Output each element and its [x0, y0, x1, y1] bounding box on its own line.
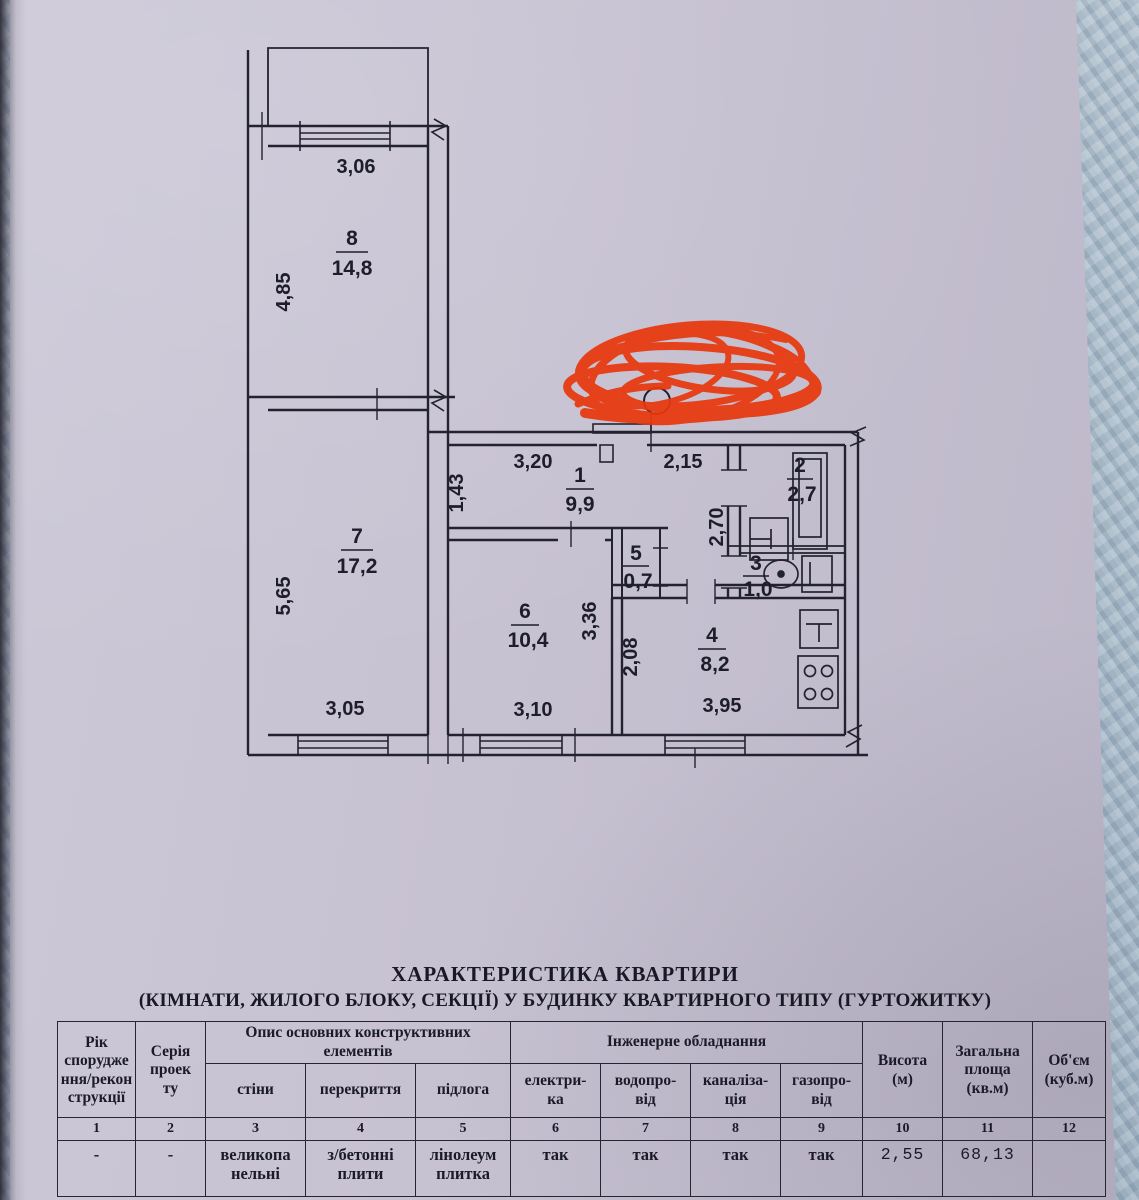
col-num-6: 6 — [510, 1117, 602, 1141]
value-electric: так — [510, 1140, 602, 1197]
plan-ticks — [261, 112, 794, 768]
value-gas: так — [780, 1140, 864, 1197]
room-1-number: 1 — [574, 464, 586, 487]
room-5-area: 0,7 — [623, 570, 652, 593]
dimension-labels: 3,06 4,85 5,65 3,05 1,43 3,20 2,15 2,70 … — [273, 156, 741, 721]
col-num-7: 7 — [600, 1117, 692, 1141]
room-6-number: 6 — [519, 600, 531, 623]
col-num-2: 2 — [135, 1117, 206, 1141]
column-number-row: 1 2 3 4 5 6 7 8 9 10 11 12 — [57, 1117, 1107, 1141]
col-num-12: 12 — [1032, 1117, 1107, 1141]
header-construction-group: Опис основних конструктивних елементів — [204, 1021, 512, 1064]
value-total-area: 68,13 — [942, 1140, 1034, 1197]
stove-icon — [797, 655, 839, 709]
room-2-label: 2 2,7 — [787, 454, 817, 506]
room-4-label: 4 8,2 — [698, 624, 730, 676]
title-line-1: ХАРАКТЕРИСТИКА КВАРТИРИ — [391, 962, 739, 986]
data-row: - - великопа нельні з/бетонні плити ліно… — [57, 1140, 1107, 1197]
col-num-9: 9 — [780, 1117, 864, 1141]
room-7-number: 7 — [351, 525, 363, 548]
bathtub-icon — [792, 452, 828, 550]
dim-5-65: 5,65 — [273, 577, 295, 616]
header-series-col: Серія проек ту — [135, 1021, 206, 1118]
room-3-number: 3 — [750, 552, 762, 575]
room-2-area: 2,7 — [787, 483, 816, 506]
room-labels: 8 14,8 7 17,2 1 9,9 2 2,7 3 — [332, 227, 817, 676]
room-4-number: 4 — [706, 624, 718, 647]
dim-4-85: 4,85 — [273, 273, 295, 312]
room-7-area: 17,2 — [337, 555, 378, 578]
value-series: - — [135, 1140, 206, 1197]
dim-1-43: 1,43 — [446, 474, 468, 513]
room-3-area: 1,0 — [743, 578, 772, 601]
dim-2-70: 2,70 — [706, 508, 728, 547]
header-height-col: Висота (м) — [862, 1021, 944, 1118]
bath-sink-icon — [749, 517, 789, 561]
col-num-3: 3 — [205, 1117, 306, 1141]
dim-2-15: 2,15 — [664, 451, 703, 473]
document-title: ХАРАКТЕРИСТИКА КВАРТИРИ (КІМНАТИ, ЖИЛОГО… — [40, 962, 1090, 1012]
plan-walls — [246, 47, 868, 757]
title-line-2: (КІМНАТИ, ЖИЛОГО БЛОКУ, СЕКЦІЇ) У БУДИНК… — [138, 990, 992, 1011]
col-num-11: 11 — [942, 1117, 1034, 1141]
dim-3-95: 3,95 — [703, 695, 742, 717]
room-2-number: 2 — [794, 454, 806, 477]
room-1-area: 9,9 — [565, 493, 594, 516]
header-gas: газопро- від — [780, 1063, 864, 1118]
header-engineering-group: Інженерне обладнання — [510, 1021, 864, 1064]
room-8-label: 8 14,8 — [332, 227, 373, 280]
header-floor: підлога — [414, 1063, 512, 1118]
col-num-4: 4 — [305, 1117, 416, 1141]
value-ceiling: з/бетонні плити — [305, 1140, 416, 1197]
room-6-area: 10,4 — [508, 629, 549, 652]
value-walls: великопа нельні — [205, 1140, 306, 1197]
header-total-area-col: Загальна площа (кв.м) — [942, 1021, 1034, 1118]
header-water: водопро- від — [600, 1063, 692, 1118]
toilet-icon — [763, 555, 833, 593]
header-sewer: каналіза- ція — [690, 1063, 782, 1118]
room-8-number: 8 — [346, 227, 358, 250]
dim-3-06: 3,06 — [337, 156, 376, 178]
room-4-area: 8,2 — [700, 653, 729, 676]
dim-3-05: 3,05 — [326, 698, 365, 720]
wall-break-symbols — [430, 118, 867, 748]
value-sewer: так — [690, 1140, 782, 1197]
value-water: так — [600, 1140, 692, 1197]
col-num-10: 10 — [862, 1117, 944, 1141]
dim-3-20: 3,20 — [514, 451, 553, 473]
col-num-5: 5 — [414, 1117, 512, 1141]
value-height: 2,55 — [862, 1140, 944, 1197]
header-walls: стіни — [205, 1063, 306, 1118]
dim-3-36: 3,36 — [579, 602, 601, 641]
room-5-number: 5 — [630, 542, 642, 565]
col-num-1: 1 — [57, 1117, 136, 1141]
room-6-label: 6 10,4 — [508, 600, 549, 652]
dim-3-10: 3,10 — [514, 699, 553, 721]
header-year-col: Рік спорудже ння/рекон струкції — [57, 1021, 136, 1118]
red-scribble-redaction — [563, 320, 822, 426]
room-3-label: 3 1,0 — [743, 552, 773, 601]
entrance-door — [592, 423, 652, 463]
room-8-area: 14,8 — [332, 257, 373, 280]
header-ceiling: перекриття — [305, 1063, 416, 1118]
value-floor: лінолеум плитка — [414, 1140, 512, 1197]
dim-2-08: 2,08 — [620, 638, 642, 677]
header-volume-col: Об'єм (куб.м) — [1032, 1021, 1107, 1118]
room-5-label: 5 0,7 — [623, 542, 653, 593]
col-num-8: 8 — [690, 1117, 782, 1141]
value-year: - — [57, 1140, 136, 1197]
apartment-characteristics-table: Рік спорудже ння/рекон струкції Серія пр… — [57, 1021, 1107, 1197]
value-volume — [1032, 1140, 1107, 1197]
header-electric: електри- ка — [510, 1063, 602, 1118]
room-1-label: 1 9,9 — [565, 464, 594, 516]
kitchen-sink-icon — [799, 609, 839, 649]
floor-plan: 8 14,8 7 17,2 1 9,9 2 2,7 3 — [246, 47, 868, 768]
room-7-label: 7 17,2 — [337, 525, 378, 578]
